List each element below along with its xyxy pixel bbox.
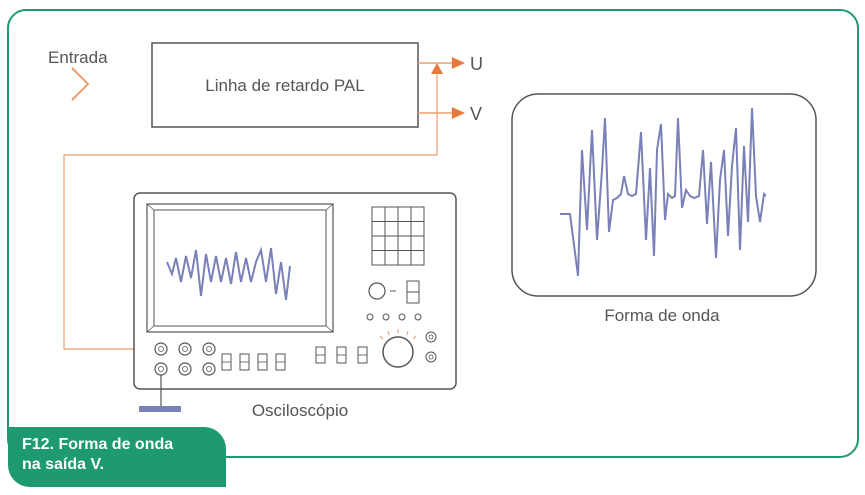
keypad-grid	[371, 206, 425, 266]
figure-frame	[7, 9, 859, 458]
jack-2[interactable]	[178, 342, 192, 356]
v-output-label: V	[470, 104, 482, 124]
timebase-dial[interactable]	[379, 329, 417, 368]
indicator-3	[398, 313, 406, 321]
channel-input-jack[interactable]	[154, 342, 168, 356]
screen-trace	[166, 246, 291, 301]
input-jacks	[154, 342, 216, 376]
jack-6[interactable]	[202, 362, 216, 376]
waveform-label: Forma de onda	[604, 306, 720, 325]
v-arrow-icon	[452, 107, 465, 119]
jack-4[interactable]	[154, 362, 168, 376]
input-label: Entrada	[48, 48, 108, 67]
switch-bank-right	[315, 346, 368, 364]
input-chevron-icon	[71, 67, 90, 101]
indicator-4	[414, 313, 422, 321]
u-arrow-icon	[452, 57, 465, 69]
small-knob-lower[interactable]	[425, 351, 437, 363]
u-output-label: U	[470, 54, 483, 74]
oscilloscope	[133, 192, 457, 390]
caption-line-1: F12. Forma de onda	[22, 436, 174, 453]
delay-line-label: Linha de retardo PAL	[205, 76, 364, 95]
jack-5[interactable]	[178, 362, 192, 376]
indicator-2	[382, 313, 390, 321]
probe-up-arrow-icon	[431, 63, 443, 74]
figure-caption: F12. Forma de onda na saída V.	[8, 427, 226, 487]
oscilloscope-label: Osciloscópio	[252, 401, 348, 420]
jack-3[interactable]	[202, 342, 216, 356]
probe-wire	[63, 113, 438, 350]
caption-line-2: na saída V.	[22, 456, 105, 473]
waveform-trace	[560, 107, 767, 277]
ground-pad	[139, 406, 181, 412]
intensity-knob[interactable]	[368, 282, 386, 300]
indicator-1	[366, 313, 374, 321]
small-knob-upper[interactable]	[425, 331, 437, 343]
delay-line-box	[151, 42, 419, 128]
switch-bank-left	[221, 353, 286, 371]
oscilloscope-screen	[153, 209, 327, 327]
